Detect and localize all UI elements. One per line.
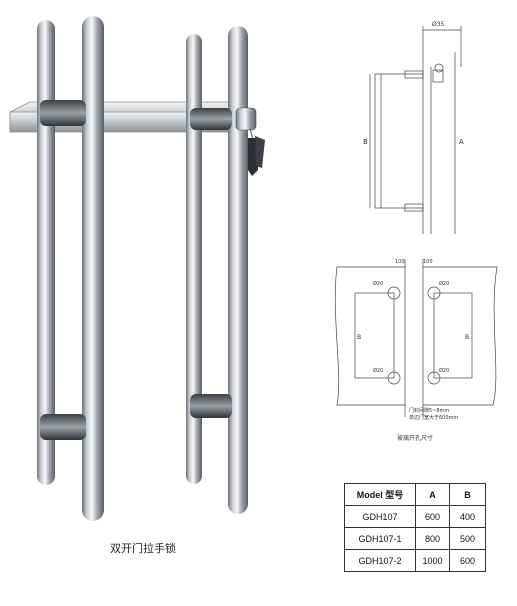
offset-left-label: 100 xyxy=(395,259,405,265)
left-bottom-connector xyxy=(40,414,86,440)
lock-cylinder xyxy=(235,107,257,131)
spec-table: Model 型号 A B GDH107 600 400 GDH107-1 800… xyxy=(344,483,486,572)
dim-b-left-label: B xyxy=(357,334,361,341)
hole-bottom-right-label: Ø20 xyxy=(439,367,449,374)
hole-top-right-label: Ø20 xyxy=(439,280,449,287)
cell-b: 400 xyxy=(449,505,486,528)
diameter-label: Ø35 xyxy=(432,21,445,28)
cell-a: 600 xyxy=(415,505,450,528)
header-b: B xyxy=(449,483,486,506)
header-model: Model 型号 xyxy=(344,483,416,506)
right-bottom-connector xyxy=(190,394,232,418)
hole-drawing-title: 玻璃开孔尺寸 xyxy=(397,434,433,442)
width-note: 单边门宽大于600mm xyxy=(409,414,458,421)
keys-icon xyxy=(248,127,265,176)
cell-a: 1000 xyxy=(415,549,450,572)
spec-table-header: Model 型号 A B xyxy=(344,483,486,506)
product-caption: 双开门拉手锁 xyxy=(110,542,176,555)
table-row: GDH107 600 400 xyxy=(344,505,486,528)
right-handle-tube-back xyxy=(186,34,202,484)
hole-top-left-label: Ø20 xyxy=(373,280,383,287)
table-row: GDH107-2 1000 600 xyxy=(344,549,486,572)
cell-b: 500 xyxy=(449,527,486,550)
gap-note: 门封间隙5~8mm xyxy=(409,407,449,414)
side-elevation-drawing: Ø35 A B xyxy=(363,21,464,234)
dim-b-label: B xyxy=(363,138,368,146)
table-row: GDH107-1 800 500 xyxy=(344,527,486,550)
cell-model: GDH107-2 xyxy=(344,549,416,572)
glass-hole-drawing: 100 100 Ø20 Ø20 Ø20 Ø20 B B 门封间隙5~8mm 单边… xyxy=(334,259,498,442)
right-top-connector xyxy=(190,108,232,130)
offset-right-label: 100 xyxy=(423,259,433,265)
left-handle-tube-front xyxy=(82,16,104,521)
left-handle-tube-back xyxy=(37,20,55,485)
cell-a: 800 xyxy=(415,527,450,550)
dim-a-label: A xyxy=(459,138,464,146)
header-a: A xyxy=(415,483,450,506)
hole-bottom-left-label: Ø20 xyxy=(373,367,383,374)
right-handle-tube-front xyxy=(228,26,248,514)
handle-illustration xyxy=(9,16,265,521)
cell-model: GDH107 xyxy=(344,505,416,528)
cell-model: GDH107-1 xyxy=(344,527,416,550)
dim-b-right-label: B xyxy=(465,334,469,341)
left-top-connector xyxy=(40,100,86,126)
cell-b: 600 xyxy=(449,549,486,572)
